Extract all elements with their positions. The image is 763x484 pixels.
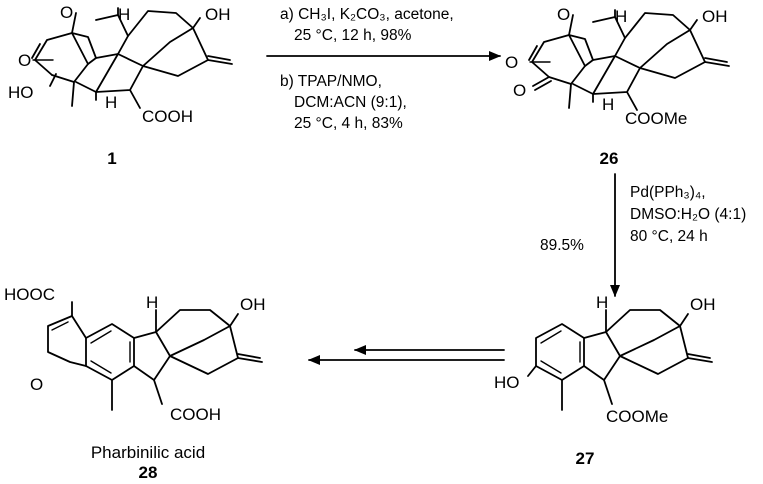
compound-28-bonds (47, 301, 263, 411)
compound-1-bonds (31, 7, 233, 109)
step-1-condition-a-line-1: a) CH₃I, K₂CO₃, acetone, (280, 6, 454, 23)
compound-1-h-top: H (118, 5, 130, 24)
compound-26-h-top: H (615, 7, 627, 26)
compound-1-cooh: COOH (142, 107, 193, 126)
compound-1-o-keto: O (18, 51, 31, 70)
step-3 (308, 345, 505, 365)
compound-1-structure: O H OH O HO H COOH 1 (8, 3, 233, 168)
compound-27-oh-top: OH (690, 295, 716, 314)
step-1: a) CH₃I, K₂CO₃, acetone, 25 °C, 12 h, 98… (266, 6, 501, 132)
compound-27-coome: COOMe (606, 407, 668, 426)
compound-27-h-top: H (596, 293, 608, 312)
compound-1-o-bridge: O (60, 3, 73, 22)
compound-26-coome: COOMe (625, 109, 687, 128)
compound-26-number: 26 (600, 149, 619, 168)
compound-28-number: 28 (139, 463, 158, 482)
compound-26-bonds (528, 9, 730, 111)
compound-26-oh-top: OH (702, 7, 728, 26)
compound-28-name: Pharbinilic acid (91, 443, 205, 462)
compound-27-number: 27 (576, 449, 595, 468)
compound-26-structure: O H OH O O H COOMe 26 (505, 5, 730, 168)
step-1-condition-a-line-2: 25 °C, 12 h, 98% (294, 27, 412, 44)
compound-28-oh-top: OH (240, 295, 266, 314)
compound-28-cooh: COOH (170, 405, 221, 424)
compound-26-h-mid: H (602, 95, 614, 114)
compound-1-oh-top: OH (205, 5, 231, 24)
step-1-condition-b-line-1: b) TPAP/NMO, (280, 73, 382, 90)
step-2-condition-line-1: Pd(PPh₃)₄, (630, 184, 706, 201)
compound-26-o-bridge: O (557, 5, 570, 24)
compound-26-o-keto-2: O (513, 81, 526, 100)
compound-28-hooc: HOOC (4, 285, 55, 304)
compound-28-structure: HOOC O H OH COOH Pharbinilic acid 28 (4, 285, 266, 482)
compound-27-bonds (527, 309, 713, 411)
compound-27-structure: H OH HO COOMe 27 (494, 293, 716, 468)
step-2-yield: 89.5% (540, 237, 584, 254)
compound-28-o-furan: O (30, 375, 43, 394)
compound-26-o-keto: O (505, 53, 518, 72)
step-2-condition-line-3: 80 °C, 24 h (630, 228, 708, 245)
compound-28-h-top: H (146, 293, 158, 312)
compound-1-ho-left: HO (8, 83, 34, 102)
compound-1-h-mid: H (105, 93, 117, 112)
step-2: 89.5% Pd(PPh₃)₄, DMSO:H₂O (4:1) 80 °C, 2… (540, 173, 746, 297)
step-1-condition-b-line-2: DCM:ACN (9:1), (294, 94, 407, 111)
compound-1-number: 1 (107, 149, 116, 168)
step-2-condition-line-2: DMSO:H₂O (4:1) (630, 206, 746, 223)
step-1-condition-b-line-3: 25 °C, 4 h, 83% (294, 115, 403, 132)
compound-27-ho-left: HO (494, 373, 520, 392)
